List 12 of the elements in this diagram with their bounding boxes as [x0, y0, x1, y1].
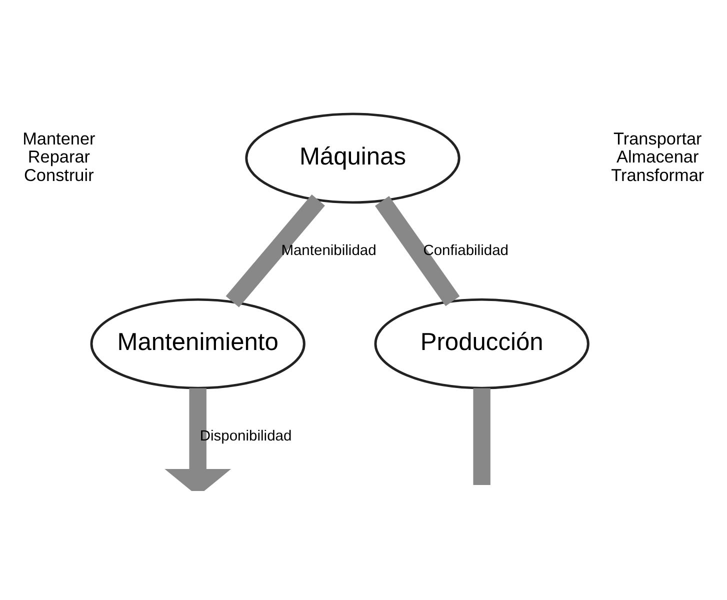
connector — [226, 194, 325, 308]
edge-label: Disponibilidad — [200, 428, 292, 444]
node-ellipse: Máquinas — [245, 112, 460, 204]
connector — [375, 196, 460, 306]
node-ellipse: Mantenimiento — [90, 298, 306, 390]
label: Transportar Almacenar Transformar — [611, 128, 704, 186]
arrow — [164, 388, 232, 491]
edge-label: Confiabilidad — [423, 242, 508, 259]
edge-label: Mantenibilidad — [281, 242, 376, 259]
node-ellipse: Producción — [374, 298, 590, 390]
label: Mantener Reparar Construir — [22, 128, 96, 186]
connector — [473, 388, 490, 486]
